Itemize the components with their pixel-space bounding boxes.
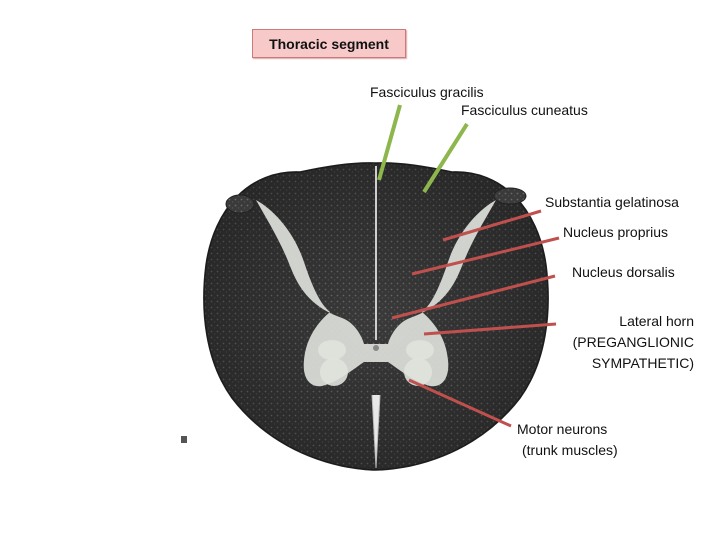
pointer-gracilis (377, 104, 402, 181)
label-fasciculus-gracilis: Fasciculus gracilis (370, 82, 484, 103)
label-text: Fasciculus cuneatus (461, 102, 588, 118)
pointer-dorsalis (391, 274, 556, 320)
dorsal-root-fragments (225, 187, 527, 214)
pointer-proprius (411, 236, 560, 276)
label-line: SYMPATHETIC) (591, 355, 694, 371)
pointer-lateral-horn (423, 322, 557, 336)
label-text: Nucleus proprius (563, 224, 669, 240)
pointer-gelatinosa (442, 209, 542, 242)
label-substantia-gelatinosa: Substantia gelatinosa (545, 192, 679, 213)
label-line: Lateral horn (619, 313, 694, 329)
pointer-motor (408, 378, 512, 428)
anterior-median-fissure (371, 394, 381, 469)
central-canal (373, 345, 379, 351)
label-nucleus-dorsalis: Nucleus dorsalis (572, 262, 675, 283)
label-text: Nucleus dorsalis (572, 264, 675, 280)
title-box: Thoracic segment (252, 29, 406, 58)
diagram-title: Thoracic segment (269, 35, 389, 52)
label-nucleus-proprius: Nucleus proprius (563, 222, 668, 243)
spinal-cord-section (203, 162, 549, 471)
label-text: Fasciculus gracilis (370, 84, 484, 100)
label-lateral-horn: Lateral horn (PREGANGLIONIC SYMPATHETIC) (562, 311, 694, 374)
label-line: Motor neurons (517, 421, 608, 437)
label-text: Substantia gelatinosa (545, 194, 679, 210)
scale-mark (181, 436, 187, 443)
label-motor-neurons: Motor neurons (trunk muscles) (517, 419, 618, 461)
label-line: (trunk muscles) (522, 442, 618, 458)
pointer-cuneatus (422, 122, 469, 194)
label-fasciculus-cuneatus: Fasciculus cuneatus (461, 100, 588, 121)
gray-matter (256, 200, 496, 387)
label-line: (PREGANGLIONIC (572, 334, 694, 350)
